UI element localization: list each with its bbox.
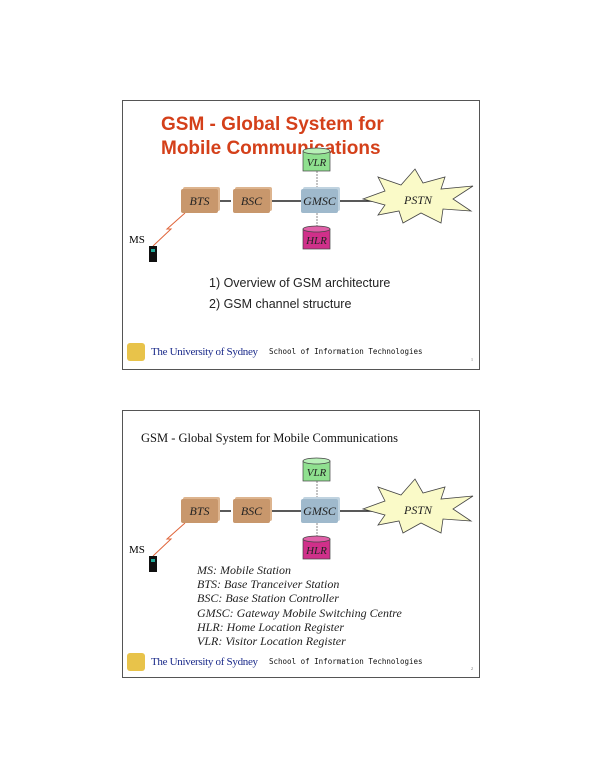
bts-node: BTS (181, 189, 218, 213)
page-number: 2 (471, 666, 473, 671)
definition-item: BSC: Base Station Controller (197, 591, 339, 606)
slide-2: GSM - Global System for Mobile Communica… (122, 410, 480, 678)
university-name: The University of Sydney (151, 656, 258, 668)
bullet-list: 1) Overview of GSM architecture 2) GSM c… (209, 273, 390, 315)
gmsc-node: GMSC (301, 189, 338, 213)
mobile-phone-icon (149, 556, 157, 572)
pstn-cloud: PSTN (361, 168, 474, 224)
school-name: School of Information Technologies (269, 657, 423, 666)
diagram-lines: VLR HLR PSTN (149, 147, 474, 262)
hlr-label: HLR (305, 545, 327, 557)
mobile-phone-icon (149, 246, 157, 262)
definition-item: GMSC: Gateway Mobile Switching Centre (197, 605, 402, 620)
gsm-diagram: VLR HLR PSTN BTS BSC GMSC MS (123, 141, 479, 271)
hlr-label: HLR (305, 235, 327, 247)
vlr-label: VLR (307, 157, 327, 169)
bsc-node: BSC (233, 499, 270, 523)
definitions-list: MS: Mobile Station BTS: Base Tranceiver … (197, 563, 402, 648)
definition-item: MS: Mobile Station (197, 563, 291, 577)
hlr-cylinder: HLR (302, 225, 331, 250)
vlr-label: VLR (307, 467, 327, 479)
bullet-item: 2) GSM channel structure (209, 297, 352, 311)
university-crest-logo (127, 343, 145, 361)
bsc-node: BSC (233, 189, 270, 213)
vlr-cylinder: VLR (302, 147, 331, 172)
bts-node: BTS (181, 499, 218, 523)
university-crest-logo (127, 653, 145, 671)
definition-item: HLR: Home Location Register (197, 619, 344, 634)
pstn-label: PSTN (403, 503, 433, 517)
ms-label: MS (129, 544, 145, 556)
ms-label: MS (129, 234, 145, 246)
definition-item: VLR: Visitor Location Register (197, 634, 346, 649)
diagram-lines: VLR HLR PSTN (149, 457, 474, 572)
pstn-label: PSTN (403, 193, 433, 207)
vlr-cylinder: VLR (302, 457, 331, 482)
university-name: The University of Sydney (151, 346, 258, 358)
school-name: School of Information Technologies (269, 347, 423, 356)
gmsc-node: GMSC (301, 499, 338, 523)
gsm-diagram: VLR HLR PSTN BTS BSC GMSC MS (123, 451, 479, 581)
bullet-item: 1) Overview of GSM architecture (209, 276, 391, 290)
pstn-cloud: PSTN (361, 478, 474, 534)
page-number: 1 (471, 357, 473, 362)
hlr-cylinder: HLR (302, 535, 331, 560)
slide-title: GSM - Global System for Mobile Communica… (141, 431, 398, 445)
slide-1: GSM - Global System for Mobile Communica… (122, 100, 480, 370)
definition-item: BTS: Base Tranceiver Station (197, 577, 340, 592)
